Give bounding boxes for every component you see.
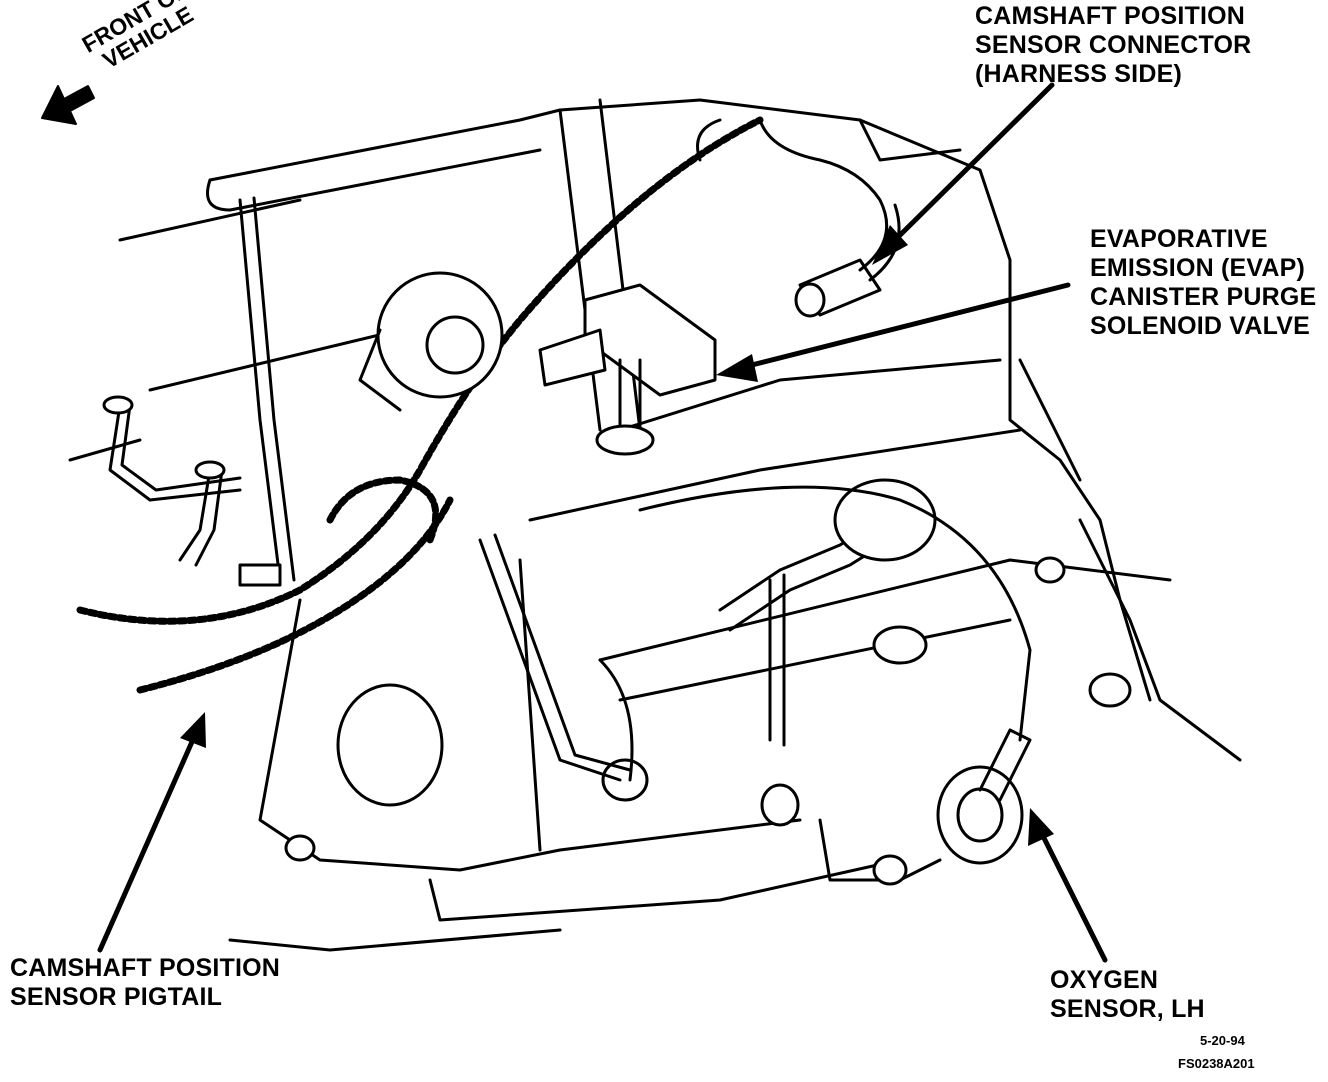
oxygen-tube: [638, 478, 1032, 747]
cmp-connector-line-1: CAMSHAFT POSITION: [975, 2, 1246, 30]
camshaft-sensor: [358, 271, 504, 412]
intake-port: [336, 683, 444, 807]
evap-solenoid: [538, 283, 717, 456]
figure-date: 5-20-94: [1200, 1033, 1245, 1048]
evap-line-2: EMISSION (EVAP): [1090, 254, 1306, 282]
oxygen-sensor-label: OXYGEN SENSOR, LH: [1050, 966, 1205, 1024]
front-arrow-icon: [41, 85, 95, 125]
cmp-pigtail-line-1: CAMSHAFT POSITION: [10, 954, 281, 982]
oxygen-sensor: [936, 728, 1032, 865]
evap-line-1: EVAPORATIVE: [1090, 225, 1268, 253]
cmp-pigtail-label: CAMSHAFT POSITION SENSOR PIGTAIL: [10, 954, 280, 1012]
cmp-pigtail-line-2: SENSOR PIGTAIL: [10, 983, 223, 1011]
leader-arrows: [97, 82, 1108, 963]
evap-line-3: CANISTER PURGE: [1090, 283, 1317, 311]
oxygen-line-2: SENSOR, LH: [1050, 995, 1205, 1023]
bolts: [284, 556, 1132, 886]
wiring-harness: [76, 116, 764, 694]
cmp-connector-label: CAMSHAFT POSITION SENSOR CONNECTOR (HARN…: [975, 2, 1251, 89]
evap-line-4: SOLENOID VALVE: [1090, 312, 1310, 340]
cmp-connector-line-2: SENSOR CONNECTOR: [975, 31, 1252, 59]
cmp-connector: [758, 118, 901, 318]
vacuum-lines: [478, 533, 634, 852]
oxygen-line-1: OXYGEN: [1050, 966, 1159, 994]
fuel-lines: [102, 196, 296, 587]
engine-block: [68, 98, 1242, 952]
figure-code: FS0238A201: [1178, 1056, 1255, 1071]
evap-label: EVAPORATIVE EMISSION (EVAP) CANISTER PUR…: [1090, 225, 1316, 341]
cmp-connector-line-3: (HARNESS SIDE): [975, 60, 1182, 88]
